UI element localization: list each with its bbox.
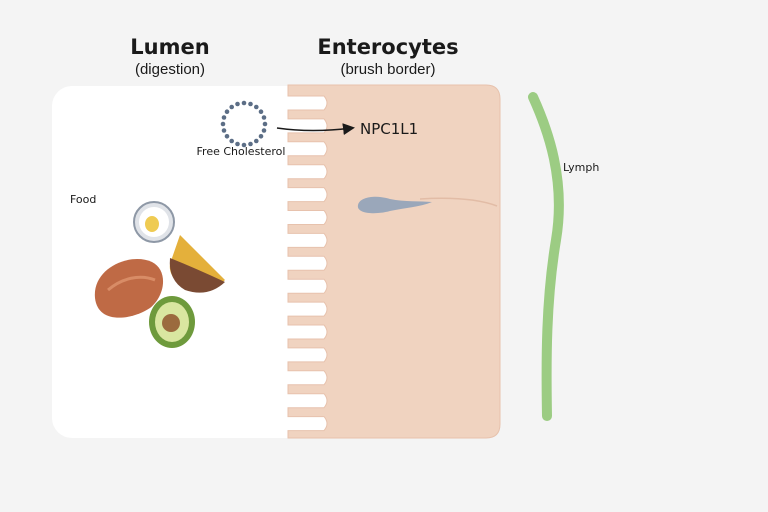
- micelle-dot: [221, 128, 227, 133]
- micelle-dot: [235, 101, 240, 107]
- npc1l1-label: NPC1L1: [360, 120, 419, 138]
- lymph-vessel: [528, 92, 564, 421]
- uptake-arrow: [276, 123, 355, 136]
- meat-icon: [94, 259, 164, 318]
- micelle-dot: [241, 142, 247, 148]
- micelle-dot: [261, 128, 267, 133]
- avocado-icon: [149, 296, 195, 348]
- lumen-heading: Lumen (digestion): [100, 35, 240, 79]
- free-cholesterol-micelle-icon: [220, 100, 268, 148]
- lumen-subtitle: (digestion): [134, 61, 206, 78]
- enterocyte-cell-body: [287, 84, 501, 439]
- enterocyte-layer: [287, 84, 501, 439]
- enterocytes-subtitle: (brush border): [340, 61, 436, 78]
- enterocytes-title: Enterocytes: [317, 35, 459, 59]
- free-cholesterol-label: Free Cholesterol: [196, 145, 286, 158]
- food-label: Food: [70, 193, 97, 206]
- micelle-dot: [229, 138, 234, 144]
- enterocytes-heading: Enterocytes (brush border): [298, 35, 478, 79]
- micelle-dot: [248, 141, 253, 147]
- micelle-dot: [229, 104, 234, 110]
- micelle-dot: [253, 104, 259, 110]
- micelle-dot: [248, 101, 253, 107]
- micelle-dot: [261, 115, 267, 120]
- micelle-dot: [220, 121, 226, 127]
- lumen-title: Lumen: [130, 35, 210, 59]
- micelle-dot: [258, 134, 264, 139]
- micelle-dot: [262, 121, 268, 127]
- lymph-label: Lymph: [563, 161, 600, 174]
- cell-junction: [419, 197, 498, 207]
- micelle-dot: [224, 109, 230, 114]
- food-items: [94, 201, 225, 348]
- micelle-dot: [235, 141, 240, 147]
- lipid-droplet: [357, 196, 432, 214]
- lumen-panel: [52, 86, 392, 438]
- cheese-wedge-icon: [169, 235, 225, 293]
- micelle-dot: [224, 134, 230, 139]
- micelle-dot: [258, 109, 264, 114]
- egg-icon: [133, 201, 175, 243]
- micelle-dot: [221, 115, 227, 120]
- micelle-dot: [241, 100, 247, 106]
- micelle-dot: [253, 138, 259, 144]
